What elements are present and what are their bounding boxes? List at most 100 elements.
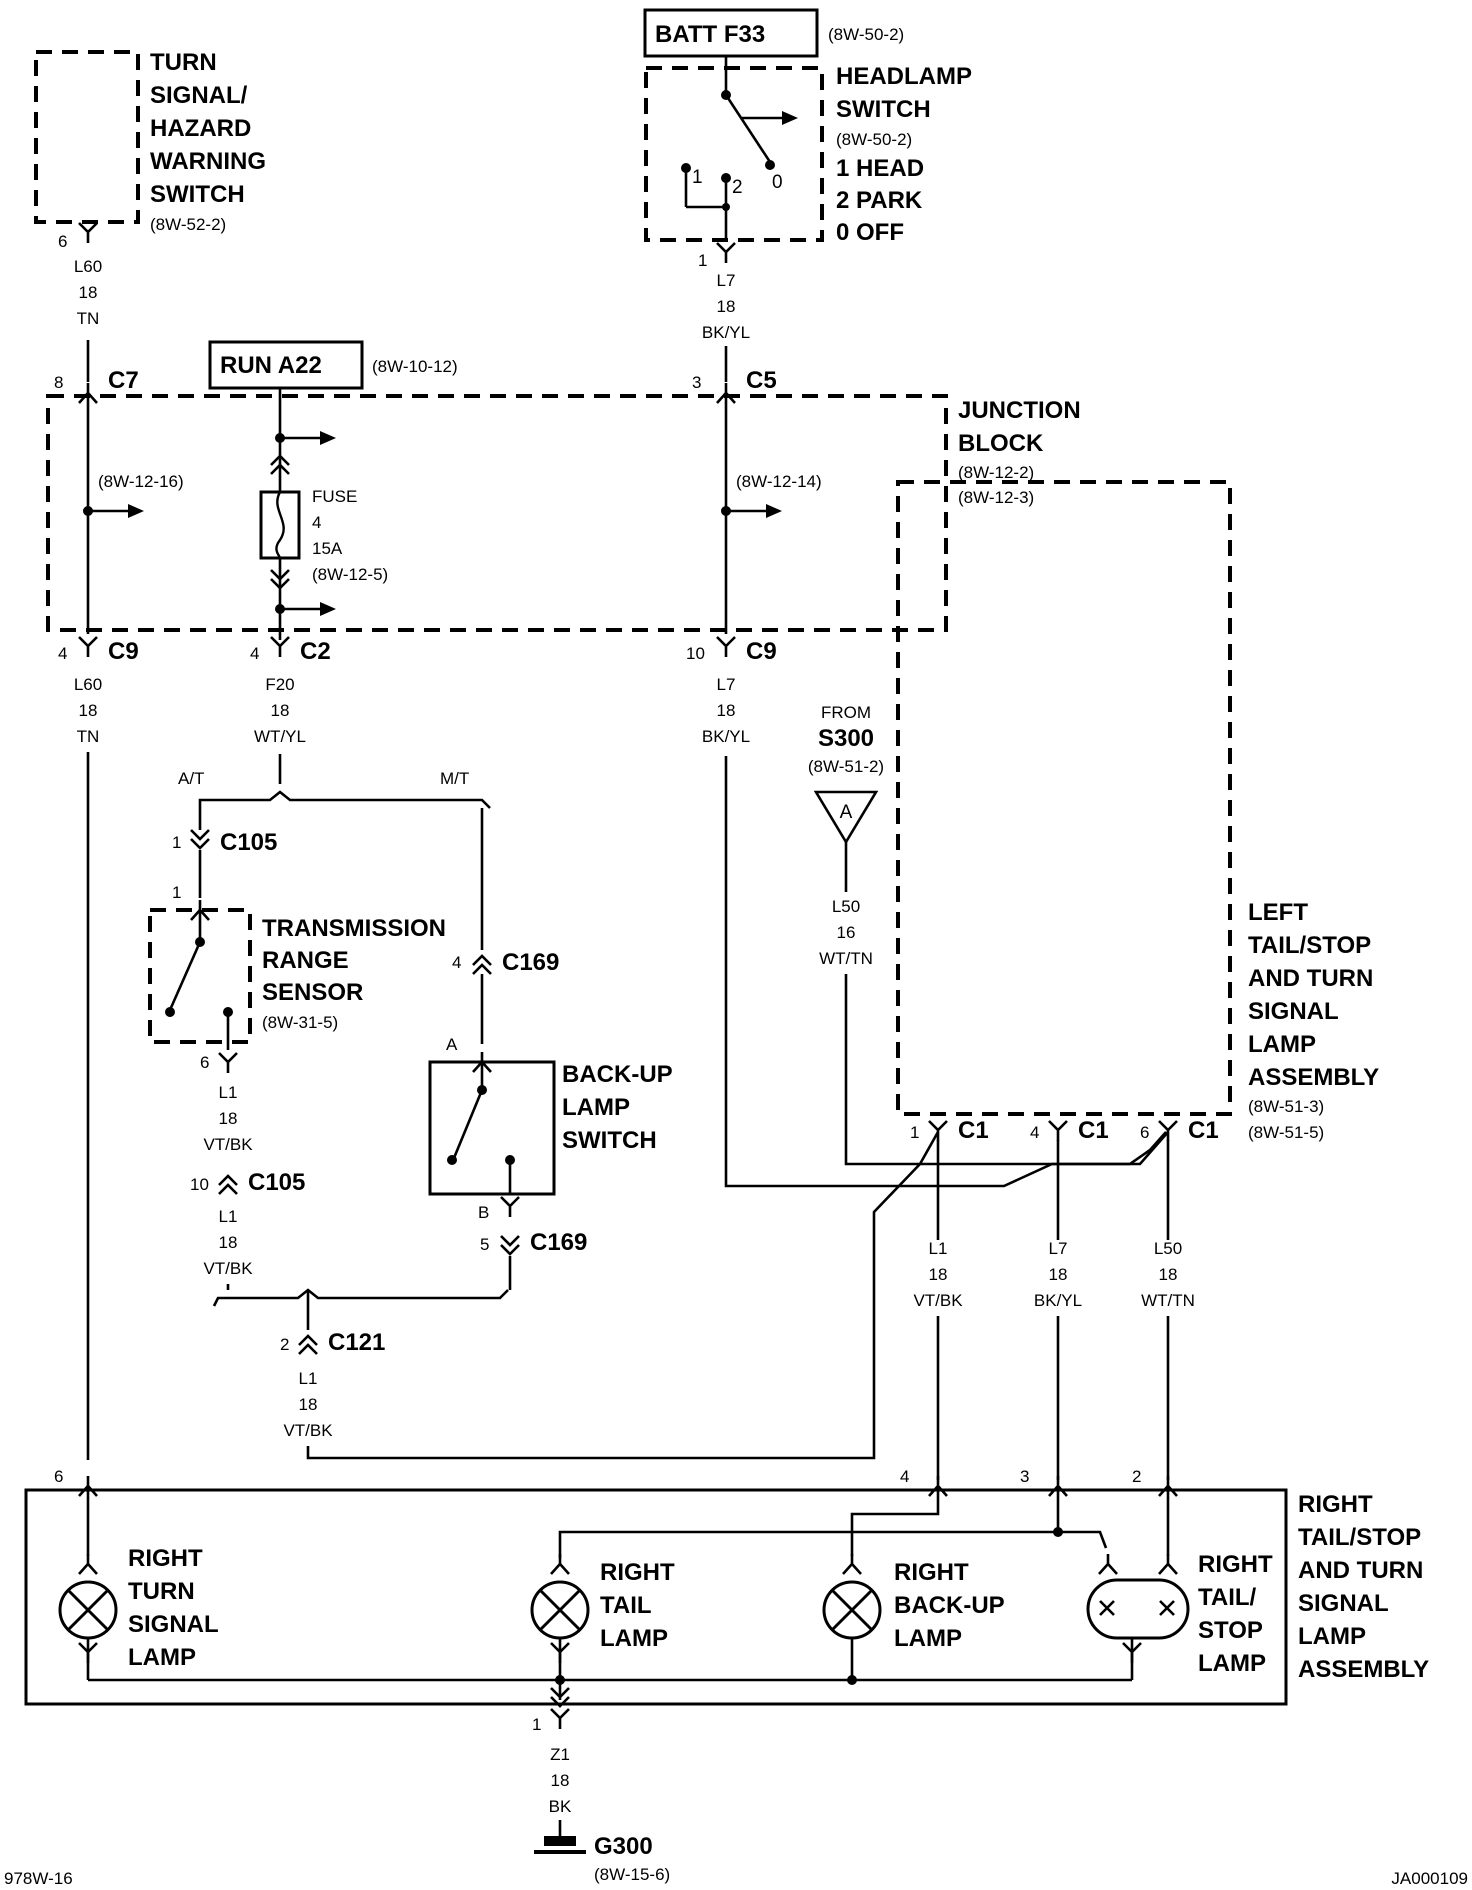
right-asm-label-1: RIGHT	[1298, 1491, 1373, 1518]
right-lamp-assembly	[24, 1488, 1288, 1706]
c9-left-label: C9	[108, 638, 139, 665]
headlamp-legend-park: 2 PARK	[836, 187, 923, 214]
c1-b-pin: 4	[1030, 1123, 1039, 1142]
left-asm-label-3: AND TURN	[1248, 965, 1373, 992]
headlamp-pos-0: 0	[772, 172, 783, 193]
wire-l1-trs-gauge: 18	[219, 1109, 238, 1128]
left-asm-ref-1: (8W-51-3)	[1248, 1097, 1324, 1116]
lamp-backup-label-3: LAMP	[894, 1625, 962, 1652]
turn-signal-hazard-switch: TURN SIGNAL/ HAZARD WARNING SWITCH (8W-5…	[34, 49, 266, 234]
ground-ref: (8W-15-6)	[594, 1865, 670, 1884]
wire-l60-top-id: L60	[74, 257, 102, 276]
c5-pin: 3	[692, 373, 701, 392]
headlamp-label-2: SWITCH	[836, 96, 931, 123]
s300-ref: (8W-51-2)	[808, 757, 884, 776]
s300-offpage-icon	[813, 790, 879, 845]
c1-a-label: C1	[958, 1117, 989, 1144]
ground-label: G300	[594, 1833, 653, 1860]
wire-l1-c121-id: L1	[299, 1369, 318, 1388]
footer-code: JA000109	[1391, 1869, 1468, 1888]
junction-block-label-2: BLOCK	[958, 430, 1044, 457]
c105-top-label: C105	[220, 829, 277, 856]
right-asm-label-2: TAIL/STOP	[1298, 1524, 1421, 1551]
wire-l1-right-id: L1	[929, 1239, 948, 1258]
c7-label: C7	[108, 367, 139, 394]
wire-l60-bot-id: L60	[74, 675, 102, 694]
wire-l1-c121-color: VT/BK	[283, 1421, 333, 1440]
right-back-up-lamp-icon	[822, 1580, 882, 1640]
turn-switch-label-3: HAZARD	[150, 115, 251, 142]
c1-c-pin: 6	[1140, 1123, 1149, 1142]
back-up-lamp-switch	[428, 1050, 556, 1196]
c169-top-label: C169	[502, 949, 559, 976]
wire-z1-color: BK	[549, 1797, 572, 1816]
left-asm-label-6: ASSEMBLY	[1248, 1064, 1379, 1091]
c1-c-label: C1	[1188, 1117, 1219, 1144]
s300-from: FROM	[821, 703, 871, 722]
right-asm-label-3: AND TURN	[1298, 1557, 1423, 1584]
c105-top-connector	[189, 828, 211, 850]
run-a22-box	[208, 340, 364, 390]
right-asm-label-4: SIGNAL	[1298, 1590, 1389, 1617]
c169-bot-connector	[499, 1234, 521, 1256]
turn-switch-ref: (8W-52-2)	[150, 215, 226, 234]
c1-pin-4-connector	[1047, 1119, 1069, 1143]
batt-f33-ref: (8W-50-2)	[828, 25, 904, 44]
c1-a-pin: 1	[910, 1123, 919, 1142]
backup-pin-b	[499, 1195, 521, 1219]
trs-label-3: SENSOR	[262, 979, 363, 1006]
wire-l60-bot-gauge: 18	[79, 701, 98, 720]
backup-label-3: SWITCH	[562, 1127, 657, 1154]
lamp-turn-label-4: LAMP	[128, 1644, 196, 1671]
lamp-tailstop-label-4: LAMP	[1198, 1650, 1266, 1677]
turn-switch-label-5: SWITCH	[150, 181, 245, 208]
backup-in-pin: A	[446, 1035, 458, 1054]
trs-in-pin: 1	[172, 883, 181, 902]
wire-l50-right-id: L50	[1154, 1239, 1182, 1258]
backup-label-1: BACK-UP	[562, 1061, 673, 1088]
headlamp-pos-2: 2	[732, 177, 743, 198]
c1-pin-1-connector	[927, 1119, 949, 1143]
transmission-range-sensor	[148, 898, 252, 1050]
left-lamp-assembly	[896, 480, 1232, 1116]
fuse-out-arrow-icon	[278, 600, 338, 618]
ground-pin-label: 1	[532, 1715, 541, 1734]
asm-pin-2-label: 2	[1132, 1467, 1141, 1486]
wire-l1-c105-id: L1	[219, 1207, 238, 1226]
branch-at-label: A/T	[178, 769, 204, 788]
wire-f20-gauge: 18	[271, 701, 290, 720]
headlamp-pin-label: 1	[698, 251, 707, 270]
right-turn-signal-lamp-icon	[58, 1580, 118, 1640]
c5-label: C5	[746, 367, 777, 394]
wire-l7-right-gauge: 18	[1049, 1265, 1068, 1284]
wire-l1-c105-color: VT/BK	[203, 1259, 253, 1278]
c9-right-connector	[715, 635, 737, 659]
lamp-turn-label-2: TURN	[128, 1578, 195, 1605]
s300-tag: A	[840, 802, 853, 823]
lamp-backup-label-1: RIGHT	[894, 1559, 969, 1586]
wire-l50-right-gauge: 18	[1159, 1265, 1178, 1284]
headlamp-legend-head: 1 HEAD	[836, 155, 924, 182]
backup-label-2: LAMP	[562, 1094, 630, 1121]
jb-right-ref: (8W-12-14)	[736, 472, 822, 491]
fuse-number: 4	[312, 513, 321, 532]
c2-pin: 4	[250, 644, 259, 663]
wire-l1-c105-gauge: 18	[219, 1233, 238, 1252]
batt-f33-box	[643, 8, 819, 58]
wire-l50-right-color: WT/TN	[1141, 1291, 1195, 1310]
wire-l50-s300-id: L50	[832, 897, 860, 916]
trs-ref: (8W-31-5)	[262, 1013, 338, 1032]
run-a22-label: RUN A22	[220, 352, 322, 379]
wire-z1-gauge: 18	[551, 1771, 570, 1790]
lamp-turn-label-3: SIGNAL	[128, 1611, 219, 1638]
c105-top-pin: 1	[172, 833, 181, 852]
batt-f33-label: BATT F33	[655, 21, 765, 48]
wire-l1-right-color: VT/BK	[913, 1291, 963, 1310]
trs-out-pin: 6	[200, 1053, 209, 1072]
headlamp-switch: 1 2 0	[644, 66, 824, 242]
s300-name: S300	[818, 725, 874, 752]
turn-switch-label-4: WARNING	[150, 148, 266, 175]
wire-l7-top-gauge: 18	[717, 297, 736, 316]
c105-bot-connector	[217, 1174, 239, 1196]
